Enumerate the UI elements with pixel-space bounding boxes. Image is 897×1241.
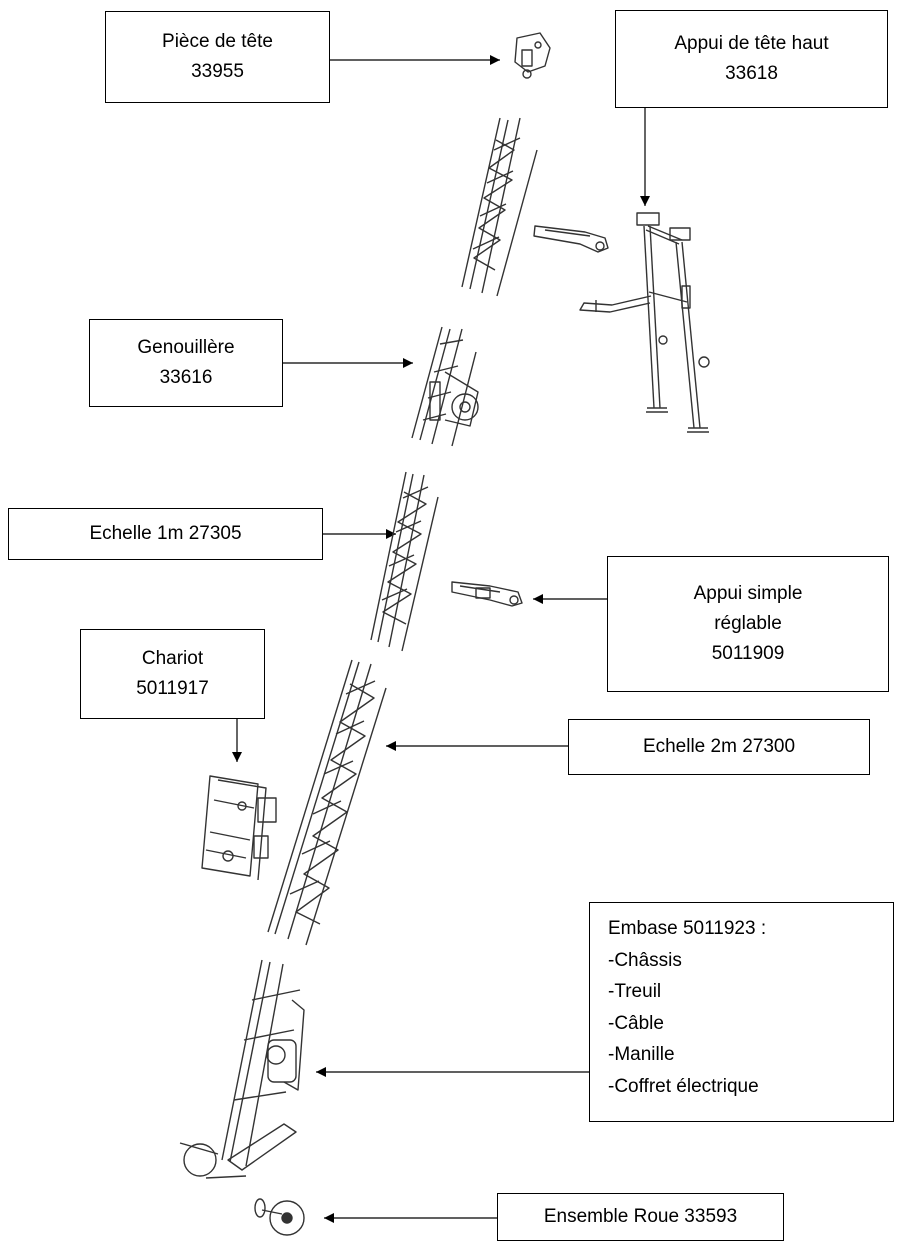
echelle-2m-part (267, 659, 387, 946)
bras-appui-superieur-part (533, 225, 609, 253)
embase-item-manille: -Manille (608, 1044, 675, 1065)
label-ensemble-roue: Ensemble Roue 33593 (497, 1193, 784, 1241)
appui-de-tete-haut-name: Appui de tête haut (674, 33, 829, 54)
embase-item-cable: -Câble (608, 1012, 664, 1034)
ensemble-roue-part (254, 1198, 305, 1236)
appui-simple-ref: 5011909 (711, 643, 785, 664)
echelle-haute-part (461, 117, 538, 297)
piece-de-tete-part (514, 32, 551, 79)
echelle-1m-part (370, 471, 439, 652)
piece-de-tete-name: Pièce de tête (162, 31, 273, 52)
chariot-ref: 5011917 (136, 678, 209, 699)
embase-item-treuil: -Treuil (608, 981, 662, 1002)
label-embase: Embase 5011923 : -Châssis -Treuil -Câble… (589, 902, 894, 1122)
appui-de-tete-haut-ref: 33618 (725, 63, 778, 84)
embase-part (179, 959, 305, 1179)
label-echelle-2m: Echelle 2m 27300 (568, 719, 870, 775)
chariot-part (201, 775, 277, 881)
genouillere-part (411, 326, 479, 447)
piece-de-tete-ref: 33955 (191, 61, 244, 82)
label-chariot: Chariot 5011917 (80, 629, 265, 719)
echelle-2m-name: Echelle 2m 27300 (642, 736, 796, 757)
ensemble-roue-name: Ensemble Roue 33593 (543, 1206, 738, 1227)
label-piece-de-tete: Pièce de tête 33955 (105, 11, 330, 103)
embase-item-chassis: -Châssis (608, 949, 682, 971)
embase-title: Embase 5011923 : (608, 918, 767, 939)
appui-simple-name-line2: réglable (714, 613, 782, 634)
appui-simple-reglable-part (451, 581, 523, 607)
embase-item-coffret: -Coffret électrique (608, 1075, 759, 1097)
chariot-name: Chariot (141, 648, 204, 669)
genouillere-name: Genouillère (137, 337, 235, 358)
appui-de-tete-haut-part (579, 212, 710, 433)
echelle-1m-name: Echelle 1m 27305 (89, 523, 242, 544)
appui-simple-name-line1: Appui simple (693, 583, 803, 604)
label-genouillere: Genouillère 33616 (89, 319, 283, 407)
genouillere-ref: 33616 (159, 367, 213, 388)
label-appui-de-tete-haut: Appui de tête haut 33618 (615, 10, 888, 108)
label-echelle-1m: Echelle 1m 27305 (8, 508, 323, 560)
label-appui-simple-reglable: Appui simple réglable 5011909 (607, 556, 889, 692)
